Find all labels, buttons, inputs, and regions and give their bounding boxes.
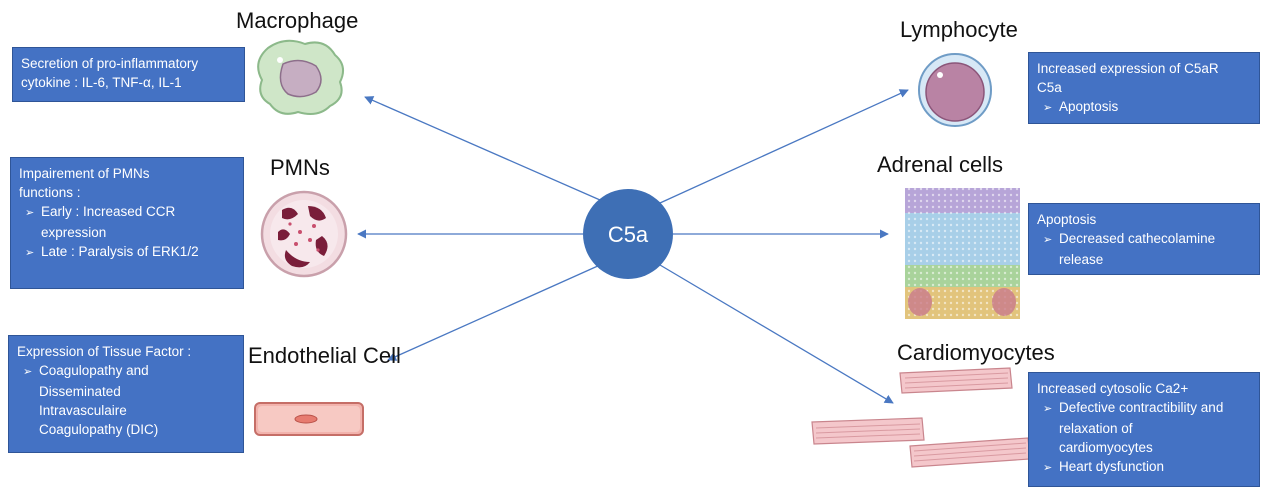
endothelial-bullet: Coagulopathy and bbox=[17, 361, 235, 382]
endothelial-bullet-cont-1: Disseminated bbox=[39, 384, 121, 399]
pmn-illustration bbox=[260, 190, 348, 278]
endothelial-effect-box: Expression of Tissue Factor : Coagulopat… bbox=[8, 335, 244, 453]
pmns-title: PMNs bbox=[270, 155, 330, 180]
cardiomyocytes-title: Cardiomyocytes bbox=[897, 340, 1055, 365]
c5a-node bbox=[583, 189, 673, 279]
arrows bbox=[357, 89, 909, 404]
cardiomyocytes-intro: Increased cytosolic Ca2+ bbox=[1037, 381, 1189, 396]
endothelial-title: Endothelial Cell bbox=[248, 343, 401, 368]
macrophage-effect-line-2: cytokine : IL-6, TNF-α, IL-1 bbox=[21, 75, 182, 90]
pmns-bullet-late: Late : Paralysis of ERK1/2 bbox=[19, 242, 235, 263]
pmns-bullet-early-cont: expression bbox=[41, 225, 107, 240]
cardiomyocytes-illustration bbox=[811, 367, 1031, 468]
pmns-bullet-early: Early : Increased CCR bbox=[19, 202, 235, 223]
c5a-label: C5a bbox=[607, 222, 649, 247]
pmns-intro-line-1: Impairement of PMNs bbox=[19, 166, 150, 181]
endothelial-illustration bbox=[254, 402, 364, 436]
macrophage-illustration bbox=[257, 39, 345, 115]
cardiomyocytes-bullet-2: Heart dysfunction bbox=[1037, 457, 1251, 478]
lymphocyte-title: Lymphocyte bbox=[900, 17, 1018, 42]
adrenal-title: Adrenal cells bbox=[877, 152, 1003, 177]
arrow-to-macrophage bbox=[364, 96, 601, 201]
adrenal-illustration bbox=[905, 188, 1020, 319]
adrenal-intro: Apoptosis bbox=[1037, 212, 1097, 227]
pmns-effect-box: Impairement of PMNs functions : Early : … bbox=[10, 157, 244, 289]
endothelial-bullet-cont-3: Coagulopathy (DIC) bbox=[39, 422, 159, 437]
cardiomyocytes-bullet-1: Defective contractibility and bbox=[1037, 398, 1251, 419]
adrenal-effect-box: Apoptosis Decreased cathecolamine releas… bbox=[1028, 203, 1260, 275]
arrow-to-cardiomyocytes bbox=[659, 264, 894, 404]
lymphocyte-line-2: C5a bbox=[1037, 80, 1062, 95]
cardiomyocytes-bullet-1-cont-1: relaxation of bbox=[1059, 421, 1133, 436]
pmns-intro-line-2: functions : bbox=[19, 185, 81, 200]
adrenal-bullet-cont: release bbox=[1059, 252, 1104, 267]
lymphocyte-illustration bbox=[918, 53, 992, 127]
endothelial-intro: Expression of Tissue Factor : bbox=[17, 344, 192, 359]
cardiomyocytes-bullet-1-cont-2: cardiomyocytes bbox=[1059, 440, 1153, 455]
macrophage-effect-box: Secretion of pro-inflammatory cytokine :… bbox=[12, 47, 245, 102]
macrophage-effect-line-1: Secretion of pro-inflammatory bbox=[21, 56, 199, 71]
cardiomyocytes-effect-box: Increased cytosolic Ca2+ Defective contr… bbox=[1028, 372, 1260, 487]
macrophage-title: Macrophage bbox=[236, 8, 359, 33]
arrow-to-lymphocyte bbox=[659, 89, 909, 204]
lymphocyte-line-1: Increased expression of C5aR bbox=[1037, 61, 1219, 76]
adrenal-bullet: Decreased cathecolamine bbox=[1037, 229, 1251, 250]
lymphocyte-effect-box: Increased expression of C5aR C5a Apoptos… bbox=[1028, 52, 1260, 124]
arrow-to-endothelial bbox=[387, 264, 601, 361]
lymphocyte-bullet: Apoptosis bbox=[1037, 97, 1251, 118]
endothelial-bullet-cont-2: Intravasculaire bbox=[39, 403, 127, 418]
